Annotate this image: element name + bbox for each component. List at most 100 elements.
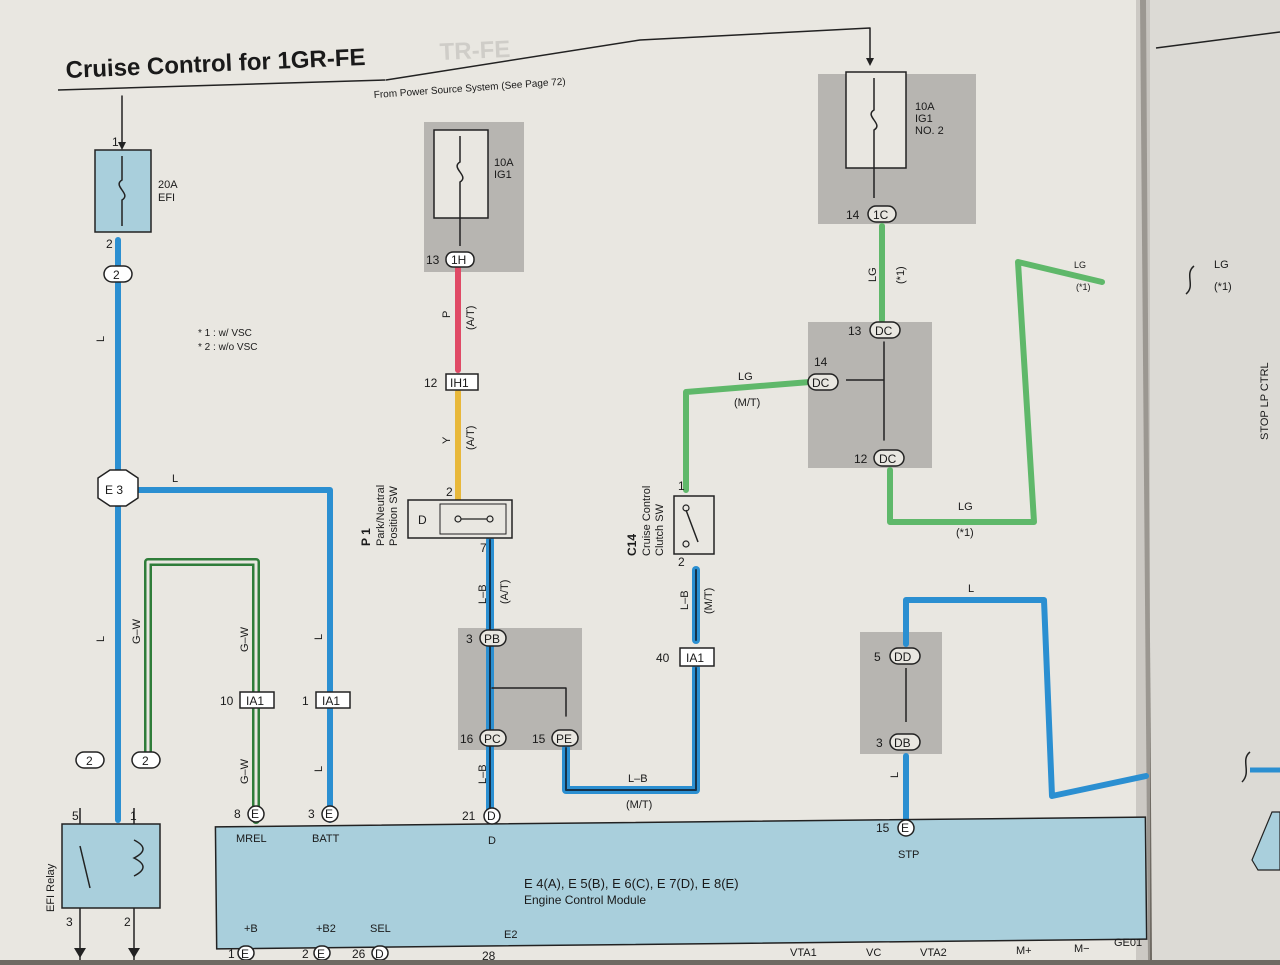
connector-pb-label: PB [484,632,500,646]
facing-side-text: STOP LP CTRL [1259,362,1271,440]
arrow-head-relay-left [74,948,86,958]
ecm-terminal-sel: SEL [370,923,391,935]
connector-dc-13-pin: 13 [848,324,862,338]
c14-contact-a [682,504,690,512]
label-lb-1: L–B [477,584,489,604]
connector-2-top-label: 2 [113,268,120,282]
efi-relay-pin-1: 1 [130,809,137,823]
ecm-pin-d21-label: D [487,809,496,823]
label-l-5: L [313,766,325,772]
connector-ia1-1-pin: 1 [302,694,309,708]
fuse-efi-name: EFI [158,192,175,204]
connector-dc-14-label: DC [812,376,830,390]
engine-control-module: E 4(A), E 5(B), E 6(C), E 7(D), E 8(E) E… [214,805,1148,963]
ecm-pin-e15-num: 15 [876,821,890,835]
facing-page-content: LG (*1) STOP LP CTRL [1155,31,1280,871]
facing-wire-break-bottom [1241,751,1251,783]
ecm-pin-e15 [897,819,915,837]
label-lb-2: L–B [477,764,489,784]
connector-db-pin: 3 [876,736,883,750]
ecm-terminal-b2: +B2 [316,923,336,935]
label-lg-3: LG [958,501,973,513]
ecm-pin-b26-num: 26 [352,947,366,960]
connector-ia1-40 [679,647,715,667]
fuse-ig1-no2-box [845,71,907,169]
ecm-pin-b26-label: D [375,947,384,960]
connector-dd-label: DD [894,650,912,664]
fuse-efi-amp: 20A [158,179,178,191]
facing-component-shape [1251,811,1280,871]
ecm-pin-e8 [247,805,265,823]
connector-2-a [75,751,105,769]
clutch-switch: 1 2 C14 Cruise Control Clutch SW [625,479,715,569]
pb-junction-lines [491,687,567,717]
fuse-efi-pin-top: 1 [112,135,119,149]
ecm-pin-e3-num: 3 [308,807,315,821]
label-gw-1: G–W [131,618,143,644]
ecm-terminal-vta1: VTA1 [790,947,817,959]
ecm-pin-e3 [321,805,339,823]
ecm-pin-e15-label: E [901,821,909,835]
c14-contact-line [685,509,699,543]
ecm-terminal-d: D [488,835,496,847]
label-star-2: (*1) [956,527,974,539]
connector-db [889,733,921,751]
facing-label-lg: LG [1214,259,1229,271]
ecm-terminal-mplus: M+ [1016,945,1032,957]
connector-ia1-1-label: IA1 [322,694,340,708]
ecm-pin-d21-num: 21 [462,809,476,823]
label-lg-2: LG [738,371,753,383]
connector-db-label: DB [894,736,911,750]
efi-relay: 5 1 3 2 EFI Relay [45,809,161,929]
fuse-ig1-no2-element [870,78,878,198]
connector-dc-12-pin: 12 [854,452,868,466]
facing-label-star: (*1) [1214,281,1232,293]
connector-pe-pin: 15 [532,732,546,746]
connector-ia1-10-label: IA1 [246,694,264,708]
connector-1h-label: 1H [451,253,466,267]
wire-l-dd [903,597,1149,799]
connector-1c-label: 1C [873,208,889,222]
ecm-terminal-ge01: GE01 [1114,937,1142,949]
label-lb-4: L–B [628,773,648,785]
note-vsc-1: * 1 : w/ VSC [198,328,252,339]
ecm-pin-e3-label: E [325,807,333,821]
connector-dc-13 [869,321,901,339]
ecm-terminal-mrel: MREL [236,833,267,845]
connector-ia1-10 [239,691,275,709]
label-lb-3: L–B [679,590,691,610]
ecm-terminal-vta2: VTA2 [920,947,947,959]
fuse-ig1-no2-name2: NO. 2 [915,125,944,137]
label-l-3: L [95,636,107,642]
c14-code: C14 [625,534,639,556]
p1-name-1: Park/Neutral [375,485,387,546]
c14-pin-bot: 2 [678,555,685,569]
efi-relay-pin-5: 5 [72,809,79,823]
wire-lg-mt [683,379,813,493]
connector-pc [479,729,507,747]
connector-dc-14 [807,373,839,391]
c14-pin-top: 1 [678,479,685,493]
fuse-ig1-no2: 10A IG1 NO. 2 [845,71,944,198]
wire-labels: L L L L L L L G–W G–W G–W P (A/T) Y (A/T… [95,260,1091,811]
arrow-head-power [118,142,126,150]
connector-2-b-label: 2 [142,754,149,768]
connector-ih1-label: IH1 [450,376,469,390]
dc-junction-shade [808,322,932,468]
c14-name-1: Cruise Control [641,486,653,556]
title-rule [57,79,386,91]
fuse-ig1-name: IG1 [494,169,512,181]
connector-ih1-pin: 12 [424,376,438,390]
label-lg-4: LG [1074,260,1086,270]
c14-contact-b [682,540,690,548]
p1-switch-inner [439,503,507,535]
label-mt-1: (M/T) [703,588,715,614]
ecm-pin-e8-label: E [251,807,259,821]
connector-e3 [97,469,139,507]
fuse-efi-pin-bot: 2 [106,237,113,251]
fuse-ig1-amp: 10A [494,157,514,169]
arrow-head-ig1-no2 [866,58,874,66]
label-mt-2: (M/T) [626,799,652,811]
ecm-name: Engine Control Module [524,893,646,907]
connector-dc-13-label: DC [875,324,893,338]
